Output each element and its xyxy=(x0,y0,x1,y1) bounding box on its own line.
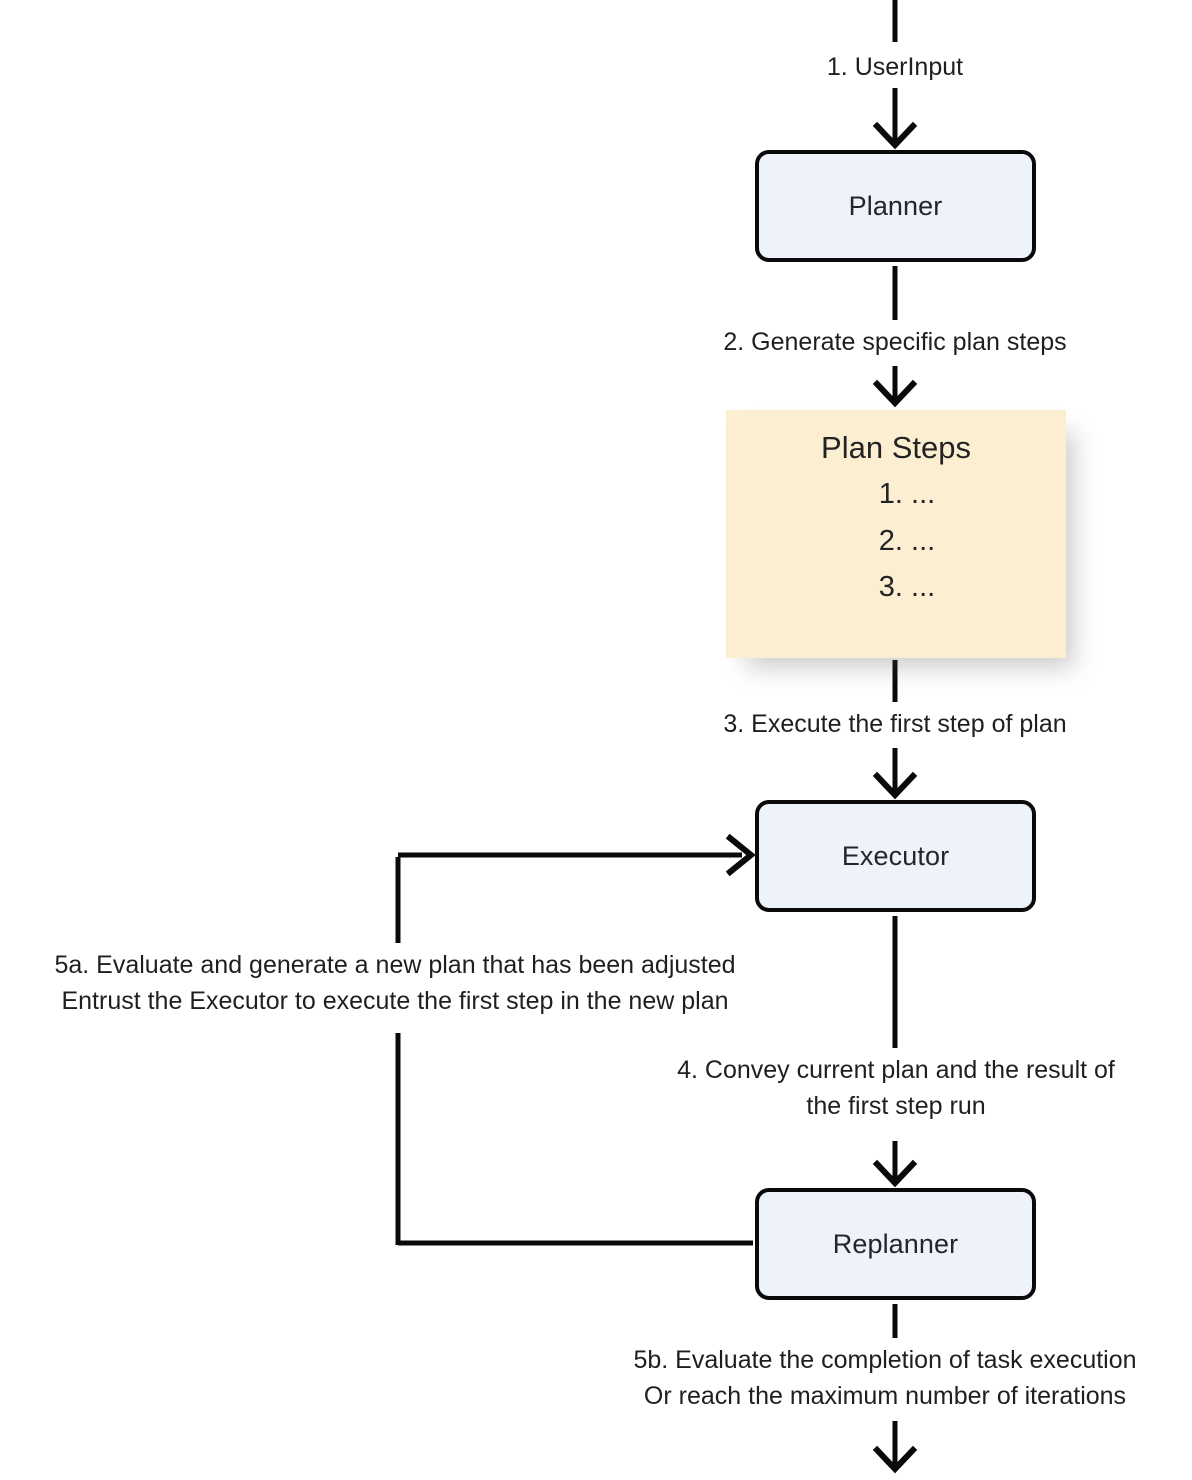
node-executor-label: Executor xyxy=(841,840,950,871)
plan-step-item: 3. ... xyxy=(878,571,936,604)
arrowhead-into-output xyxy=(872,1445,918,1474)
arrowhead-feedback-into-executor xyxy=(725,833,756,877)
edge-label-step-5a: 5a. Evaluate and generate a new plan tha… xyxy=(0,948,790,1019)
arrowhead-into-planner xyxy=(872,121,918,150)
arrowhead-into-executor xyxy=(872,771,918,800)
arrowhead-into-plansteps xyxy=(872,379,918,408)
edge-label-step-1: 1. UserInput xyxy=(735,50,1055,86)
edge-label-step-5b: 5b. Evaluate the completion of task exec… xyxy=(578,1343,1192,1414)
edge-label-step-3: 3. Execute the first step of plan xyxy=(655,707,1135,743)
plan-steps-title: Plan Steps xyxy=(821,430,971,465)
arrowhead-into-replanner xyxy=(872,1159,918,1188)
node-planner[interactable]: Planner xyxy=(755,150,1036,262)
node-planner-label: Planner xyxy=(848,190,943,221)
node-plan-steps[interactable]: Plan Steps 1. ... 2. ... 3. ... xyxy=(726,410,1066,658)
node-executor[interactable]: Executor xyxy=(755,800,1036,912)
node-replanner[interactable]: Replanner xyxy=(755,1188,1036,1300)
node-replanner-label: Replanner xyxy=(832,1228,959,1259)
plan-step-item: 1. ... xyxy=(878,477,936,510)
edge-label-step-2: 2. Generate specific plan steps xyxy=(655,325,1135,361)
edge-label-step-4: 4. Convey current plan and the result of… xyxy=(600,1053,1192,1124)
plan-step-item: 2. ... xyxy=(878,524,936,557)
